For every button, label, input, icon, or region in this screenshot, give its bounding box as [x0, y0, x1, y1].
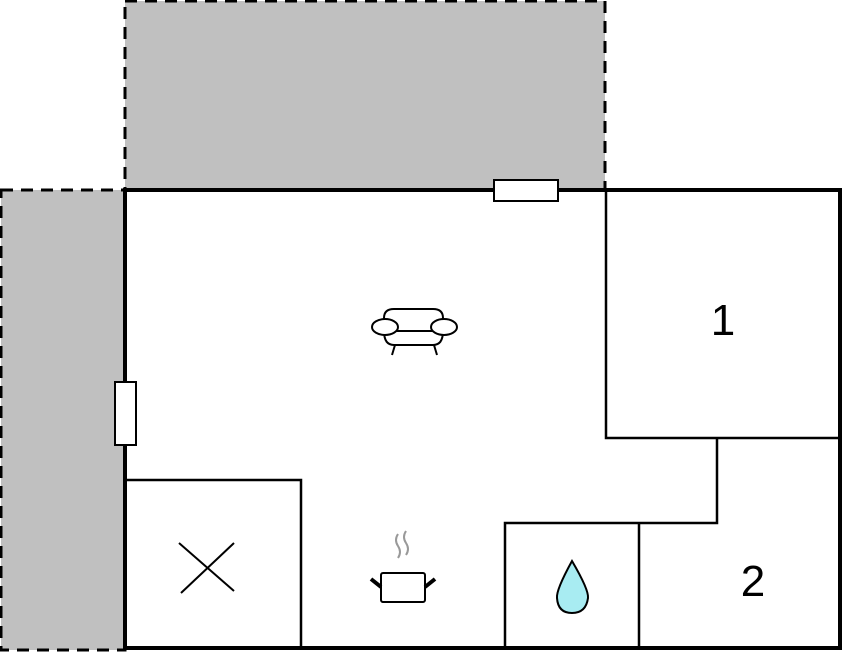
building-outline: [123, 188, 842, 650]
armchair-icon: [371, 308, 458, 356]
water-drop-icon: [555, 558, 590, 615]
window-top: [493, 179, 559, 202]
window-left: [114, 381, 137, 446]
interior-walls: [125, 190, 840, 648]
terrace-top: [123, 0, 607, 192]
cooking-pot-icon: [369, 530, 437, 603]
room-label-1: 1: [710, 296, 736, 345]
terrace-left: [0, 188, 127, 652]
room-label-2: 2: [740, 557, 766, 606]
cross-icon: [178, 542, 235, 594]
